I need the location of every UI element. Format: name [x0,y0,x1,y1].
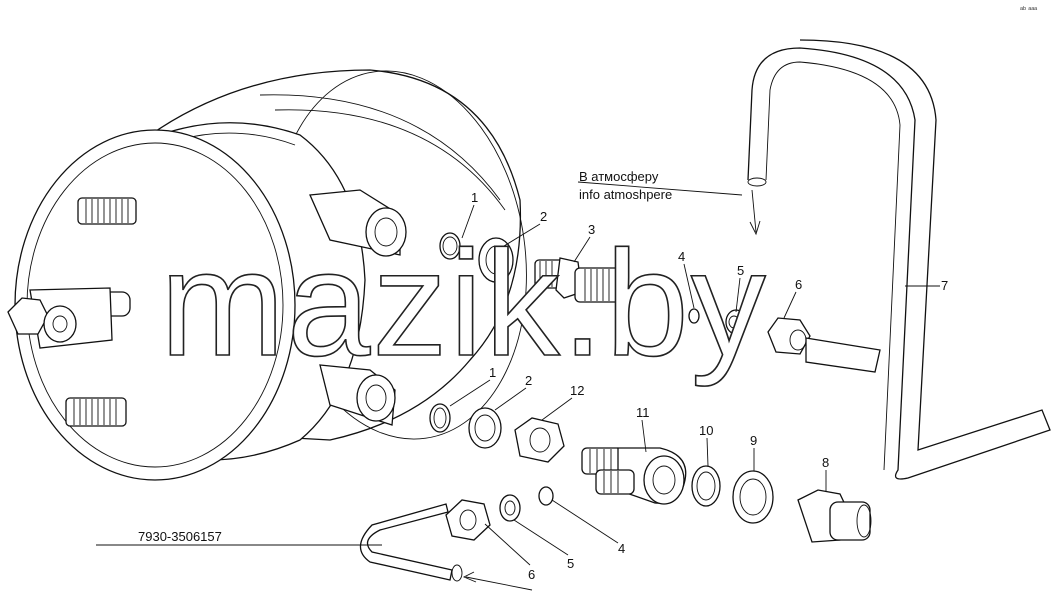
callout-bottom-4: 4 [618,541,625,556]
part-6-nut-bottom [445,499,491,541]
part-12-nut [514,417,565,463]
part-4-washer-top [688,308,700,324]
callout-bottom-1: 1 [489,365,496,380]
port-lower [319,364,396,426]
part-9-ring [732,470,774,524]
callout-top-6: 6 [795,277,802,292]
atmosphere-note-ru: В атмосферу [579,169,659,184]
callout-top-1: 1 [471,190,478,205]
part-3-nipple [534,257,628,303]
callout-bottom-11: 11 [636,405,650,420]
callout-bottom-6: 6 [528,567,535,582]
stud-bottom [65,397,127,427]
tube-7930-3506157 [359,503,463,582]
part-1-washer-top [439,232,461,260]
brake-chamber [7,69,527,481]
callout-bottom-9: 9 [750,433,757,448]
callout-bottom-12: 12 [570,383,584,398]
callout-top-2: 2 [540,209,547,224]
callout-bottom-5: 5 [567,556,574,571]
part-5-bushing-bottom [499,494,521,522]
part-6-nut-top [767,317,811,355]
watermark-text: mazik.by [160,219,768,387]
callout-top-3: 3 [588,222,595,237]
port-upper [309,189,407,257]
callout-bottom-8: 8 [822,455,829,470]
part-2-ring-top [478,237,514,283]
leader-lines [96,181,940,566]
stud-top [77,197,137,225]
callout-top-5: 5 [737,263,744,278]
part-number-label: 7930-3506157 [138,529,222,544]
part-11-tee [581,447,687,505]
part-7-vent-tube [747,39,1051,480]
callout-top-4: 4 [678,249,685,264]
corner-mark: ᵃᵇ ᵃᵃᵃ [1020,5,1038,14]
arrow-atmosphere [749,189,761,236]
arrow-tube-inlet [462,571,533,591]
part-2-ring-bottom [468,407,502,449]
clevis-fork [7,287,131,349]
callout-bottom-10: 10 [699,423,713,438]
part-1-washer-bottom [429,403,451,433]
atmosphere-note-en: info atmoshpere [579,187,672,202]
part-8-fitting [797,489,872,543]
callout-top-7: 7 [941,278,948,293]
callout-bottom-2: 2 [525,373,532,388]
part-4-washer-bottom [538,486,554,506]
part-10-ring [691,465,721,507]
